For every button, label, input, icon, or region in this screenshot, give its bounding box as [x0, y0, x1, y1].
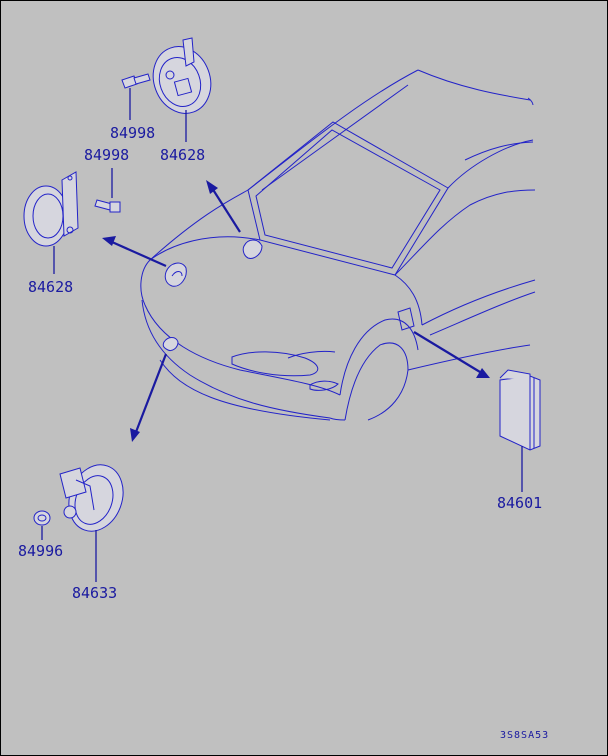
horn-left-icon [23, 171, 79, 247]
car-body-outline [140, 69, 536, 421]
horn-top-icon [152, 37, 212, 114]
part-label-bolt-left: 84998 [84, 146, 129, 164]
part-label-bolt-top: 84998 [110, 124, 155, 142]
bolt-left-icon [94, 199, 121, 213]
arrow-to-bottom-horn [130, 353, 168, 442]
nut-icon [33, 510, 51, 526]
mount-location-bumper [162, 337, 179, 351]
part-label-horn-left: 84628 [28, 278, 73, 296]
part-label-horn-bottom: 84633 [72, 584, 117, 602]
bolt-top-icon [121, 73, 151, 89]
horn-bottom-icon [59, 464, 124, 532]
part-label-nut: 84996 [18, 542, 63, 560]
drawing-code: 3S8SA53 [500, 730, 549, 741]
mount-location-hood [242, 239, 263, 259]
part-label-horn-top: 84628 [160, 146, 205, 164]
relay-box-icon [499, 369, 541, 451]
mount-location-grille-left [164, 262, 187, 287]
arrow-to-relay-box [413, 331, 490, 378]
part-label-relay-box: 84601 [497, 494, 542, 512]
arrow-to-left-horn [102, 236, 167, 268]
arrow-to-top-horn [206, 180, 241, 233]
